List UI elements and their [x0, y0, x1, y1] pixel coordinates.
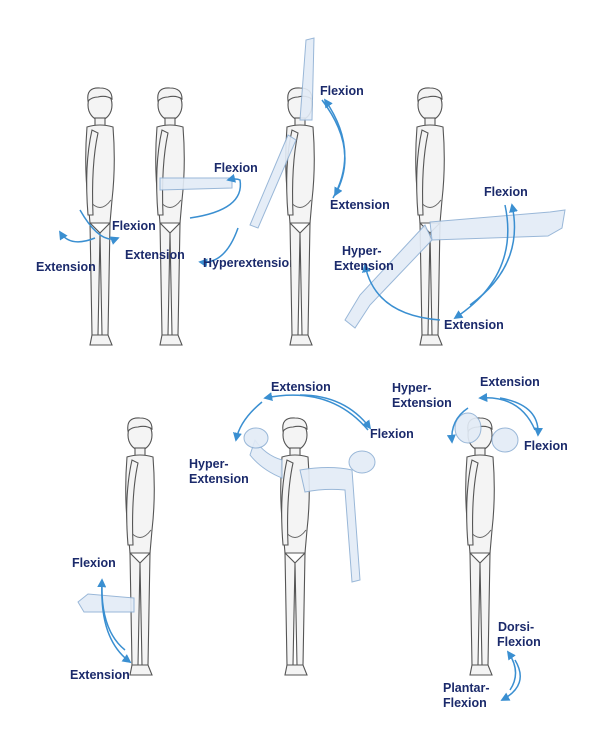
figure-wrist: Flexion Extension	[36, 87, 156, 346]
hip-extension-arrow	[453, 204, 509, 319]
trunk-hyperextension-arrow	[233, 401, 263, 442]
elbow-forearm-ghost	[159, 177, 233, 191]
figure-hip: Flexion Hyper- Extension Extension	[334, 87, 566, 346]
label-plantar-flexion: Flexion	[443, 696, 487, 710]
label-hyper: Hyper-	[342, 244, 382, 258]
label-extension: Extension	[36, 260, 96, 274]
label-flexion: Flexion	[524, 439, 568, 453]
label-hyperextension: Hyperextension	[203, 256, 297, 270]
shoulder-arm-back-ghost	[249, 134, 297, 229]
label-extension: Extension	[271, 380, 331, 394]
elbow-flexion-arrow	[189, 173, 242, 219]
hip-leg-forward-ghost	[429, 209, 566, 241]
label-extension: Extension	[444, 318, 504, 332]
trunk-extension-arrow	[263, 392, 369, 431]
label-extension: Extension	[330, 198, 390, 212]
shoulder-extension-arrow	[321, 99, 346, 197]
trunk-flexion-arrow	[299, 394, 372, 430]
neck-back-head-ghost	[454, 412, 482, 444]
trunk-forward-ghost	[299, 467, 361, 583]
label-flexion: Flexion	[112, 219, 156, 233]
figure-elbow: Flexion Extension Hyperextension	[125, 87, 297, 346]
wrist-flexion-arrow	[79, 209, 120, 245]
label-flexion: Flexion	[214, 161, 258, 175]
neck-hyperextension-arrow	[446, 407, 469, 444]
trunk-back-ghost	[249, 438, 283, 479]
neck-extension-arrow	[478, 392, 536, 431]
figure-neck-ankle: Hyper- Extension Extension Flexion Dorsi…	[392, 375, 568, 710]
knee-lower-leg-ghost	[77, 593, 135, 613]
hip-leg-back-ghost	[344, 224, 433, 329]
label-hyper: Hyper-	[189, 457, 229, 471]
label-flexion: Flexion	[72, 556, 116, 570]
trunk-forward-head-ghost	[348, 450, 376, 474]
label-dorsi: Dorsi-	[498, 620, 534, 634]
label-flexion: Flexion	[320, 84, 364, 98]
label-dorsi-flexion: Flexion	[497, 635, 541, 649]
label-extension: Extension	[70, 668, 130, 682]
wrist-extension-arrow	[59, 230, 96, 243]
shoulder-flexion-arrow	[323, 98, 346, 199]
knee-flexion-arrow	[97, 578, 126, 651]
neck-flexion-arrow	[499, 397, 543, 437]
neck-forward-head-ghost	[491, 427, 519, 453]
shoulder-arm-up-ghost	[299, 37, 315, 121]
ankle-plantarflexion-arrow	[500, 659, 521, 701]
trunk-back-head-ghost	[243, 427, 269, 449]
label-flexion: Flexion	[484, 185, 528, 199]
figure-knee: Flexion Extension	[70, 417, 155, 682]
knee-extension-arrow	[101, 584, 132, 664]
ankle-dorsiflexion-arrow	[506, 650, 517, 691]
hip-hyperextension-arrow	[362, 263, 441, 321]
figure-shoulder: Flexion Extension	[249, 37, 390, 346]
label-extension: Extension	[480, 375, 540, 389]
elbow-hyperextension-arrow	[198, 227, 239, 268]
label-hyper-extension: Extension	[392, 396, 452, 410]
label-flexion: Flexion	[370, 427, 414, 441]
label-plantar: Plantar-	[443, 681, 490, 695]
label-extension: Extension	[125, 248, 185, 262]
figure-trunk: Extension Flexion Hyper- Extension	[189, 380, 414, 676]
label-hyper: Hyper-	[392, 381, 432, 395]
label-hyper-extension: Extension	[334, 259, 394, 273]
label-hyper-extension: Extension	[189, 472, 249, 486]
